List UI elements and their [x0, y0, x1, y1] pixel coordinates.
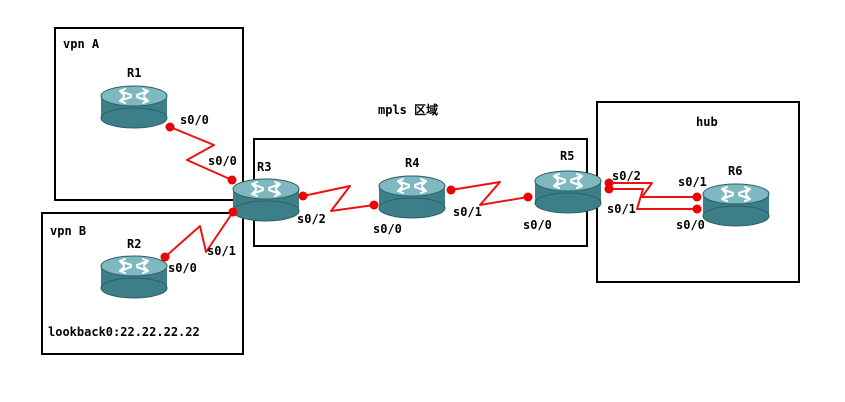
endpoint-r6-s0-1 [692, 192, 702, 202]
link-r5-r6-a [609, 182, 697, 198]
router-r3-label: R3 [257, 160, 271, 174]
endpoint-r5-s0-0 [523, 192, 533, 202]
endpoint-r3-s0-0 [227, 175, 237, 185]
iface-r2-s0-0: s0/0 [168, 261, 197, 275]
link-r2-r3 [164, 211, 234, 258]
mpls-label: mpls 区域 [378, 102, 438, 117]
link-r4-r5 [450, 181, 529, 206]
iface-r4-s0-0: s0/0 [373, 222, 402, 236]
router-r4-icon[interactable] [378, 175, 446, 219]
iface-r3-s0-0: s0/0 [208, 154, 237, 168]
vpn-a-label: vpn A [63, 37, 100, 51]
link-r5-r6-b [609, 188, 697, 210]
vpn-b-region [41, 212, 244, 355]
iface-r5-s0-0: s0/0 [523, 218, 552, 232]
link-r1-r3 [169, 126, 233, 181]
endpoint-r2-s0-0 [160, 252, 170, 262]
endpoint-r4-s0-1 [446, 185, 456, 195]
iface-r3-s0-2: s0/2 [297, 212, 326, 226]
iface-r4-s0-1: s0/1 [453, 205, 482, 219]
hub-label: hub [696, 115, 718, 129]
router-r3-icon[interactable] [232, 178, 300, 222]
router-r5-icon[interactable] [534, 170, 602, 214]
vpn-a-region [54, 27, 244, 201]
iface-r1-s0-0: s0/0 [180, 113, 209, 127]
endpoint-r3-s0-1 [228, 207, 238, 217]
router-r4-label: R4 [405, 156, 419, 170]
iface-r5-s0-1: s0/1 [607, 202, 636, 216]
router-r2-icon[interactable] [100, 255, 168, 299]
router-r2-label: R2 [127, 237, 141, 251]
loopback-label: lookback0:22.22.22.22 [48, 325, 200, 339]
endpoint-r5-s0-1 [604, 184, 614, 194]
iface-r6-s0-1: s0/1 [678, 175, 707, 189]
link-r3-r4 [302, 185, 375, 212]
router-r5-label: R5 [560, 149, 574, 163]
endpoint-r6-s0-0 [692, 204, 702, 214]
endpoint-r1-s0-0 [165, 122, 175, 132]
router-r6-icon[interactable] [702, 183, 770, 227]
endpoint-r3-s0-2 [298, 191, 308, 201]
iface-r6-s0-0: s0/0 [676, 218, 705, 232]
iface-r3-s0-1: s0/1 [207, 244, 236, 258]
router-r1-icon[interactable] [100, 85, 168, 129]
iface-r5-s0-2: s0/2 [612, 169, 641, 183]
router-r6-label: R6 [728, 164, 742, 178]
router-r1-label: R1 [127, 66, 141, 80]
vpn-b-label: vpn B [50, 224, 86, 238]
endpoint-r4-s0-0 [369, 200, 379, 210]
